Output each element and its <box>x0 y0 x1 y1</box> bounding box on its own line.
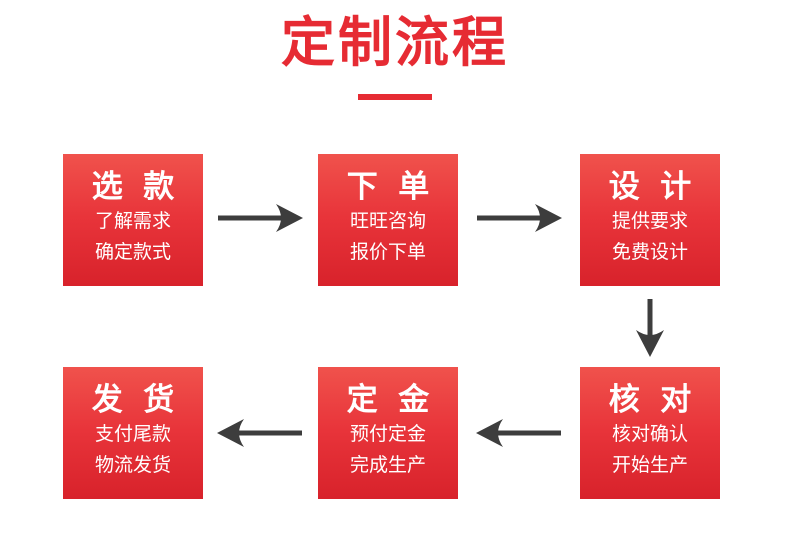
step-box-ship: 发 货 支付尾款 物流发货 <box>63 367 203 499</box>
step-description-line: 免费设计 <box>611 242 688 263</box>
step-box-design: 设 计 提供要求 免费设计 <box>580 154 720 286</box>
step-description-line: 核对确认 <box>611 424 688 445</box>
step-box-order: 下 单 旺旺咨询 报价下单 <box>318 154 458 286</box>
step-description-line: 了解需求 <box>94 211 171 232</box>
step-box-verify: 核 对 核对确认 开始生产 <box>580 367 720 499</box>
step-title: 定 金 <box>346 382 430 417</box>
step-description-line: 确定款式 <box>94 242 171 263</box>
step-description-line: 旺旺咨询 <box>349 211 426 232</box>
arrow-left-icon <box>215 415 305 451</box>
step-description-line: 完成生产 <box>349 455 426 476</box>
step-title: 下 单 <box>346 169 430 204</box>
page-title: 定制流程 <box>281 13 509 73</box>
step-description-line: 报价下单 <box>349 242 426 263</box>
step-description-line: 预付定金 <box>349 424 426 445</box>
title-underline <box>358 94 432 100</box>
arrow-down-icon <box>630 296 670 359</box>
step-title: 发 货 <box>91 382 175 417</box>
step-description-line: 物流发货 <box>94 455 171 476</box>
step-title: 设 计 <box>608 169 692 204</box>
step-box-select: 选 款 了解需求 确定款式 <box>63 154 203 286</box>
step-box-deposit: 定 金 预付定金 完成生产 <box>318 367 458 499</box>
step-title: 选 款 <box>91 169 175 204</box>
arrow-right-icon <box>474 200 564 236</box>
step-title: 核 对 <box>608 382 692 417</box>
step-description-line: 提供要求 <box>611 211 688 232</box>
step-description-line: 支付尾款 <box>94 424 171 445</box>
arrow-right-icon <box>215 200 305 236</box>
arrow-left-icon <box>474 415 564 451</box>
step-description-line: 开始生产 <box>611 455 688 476</box>
